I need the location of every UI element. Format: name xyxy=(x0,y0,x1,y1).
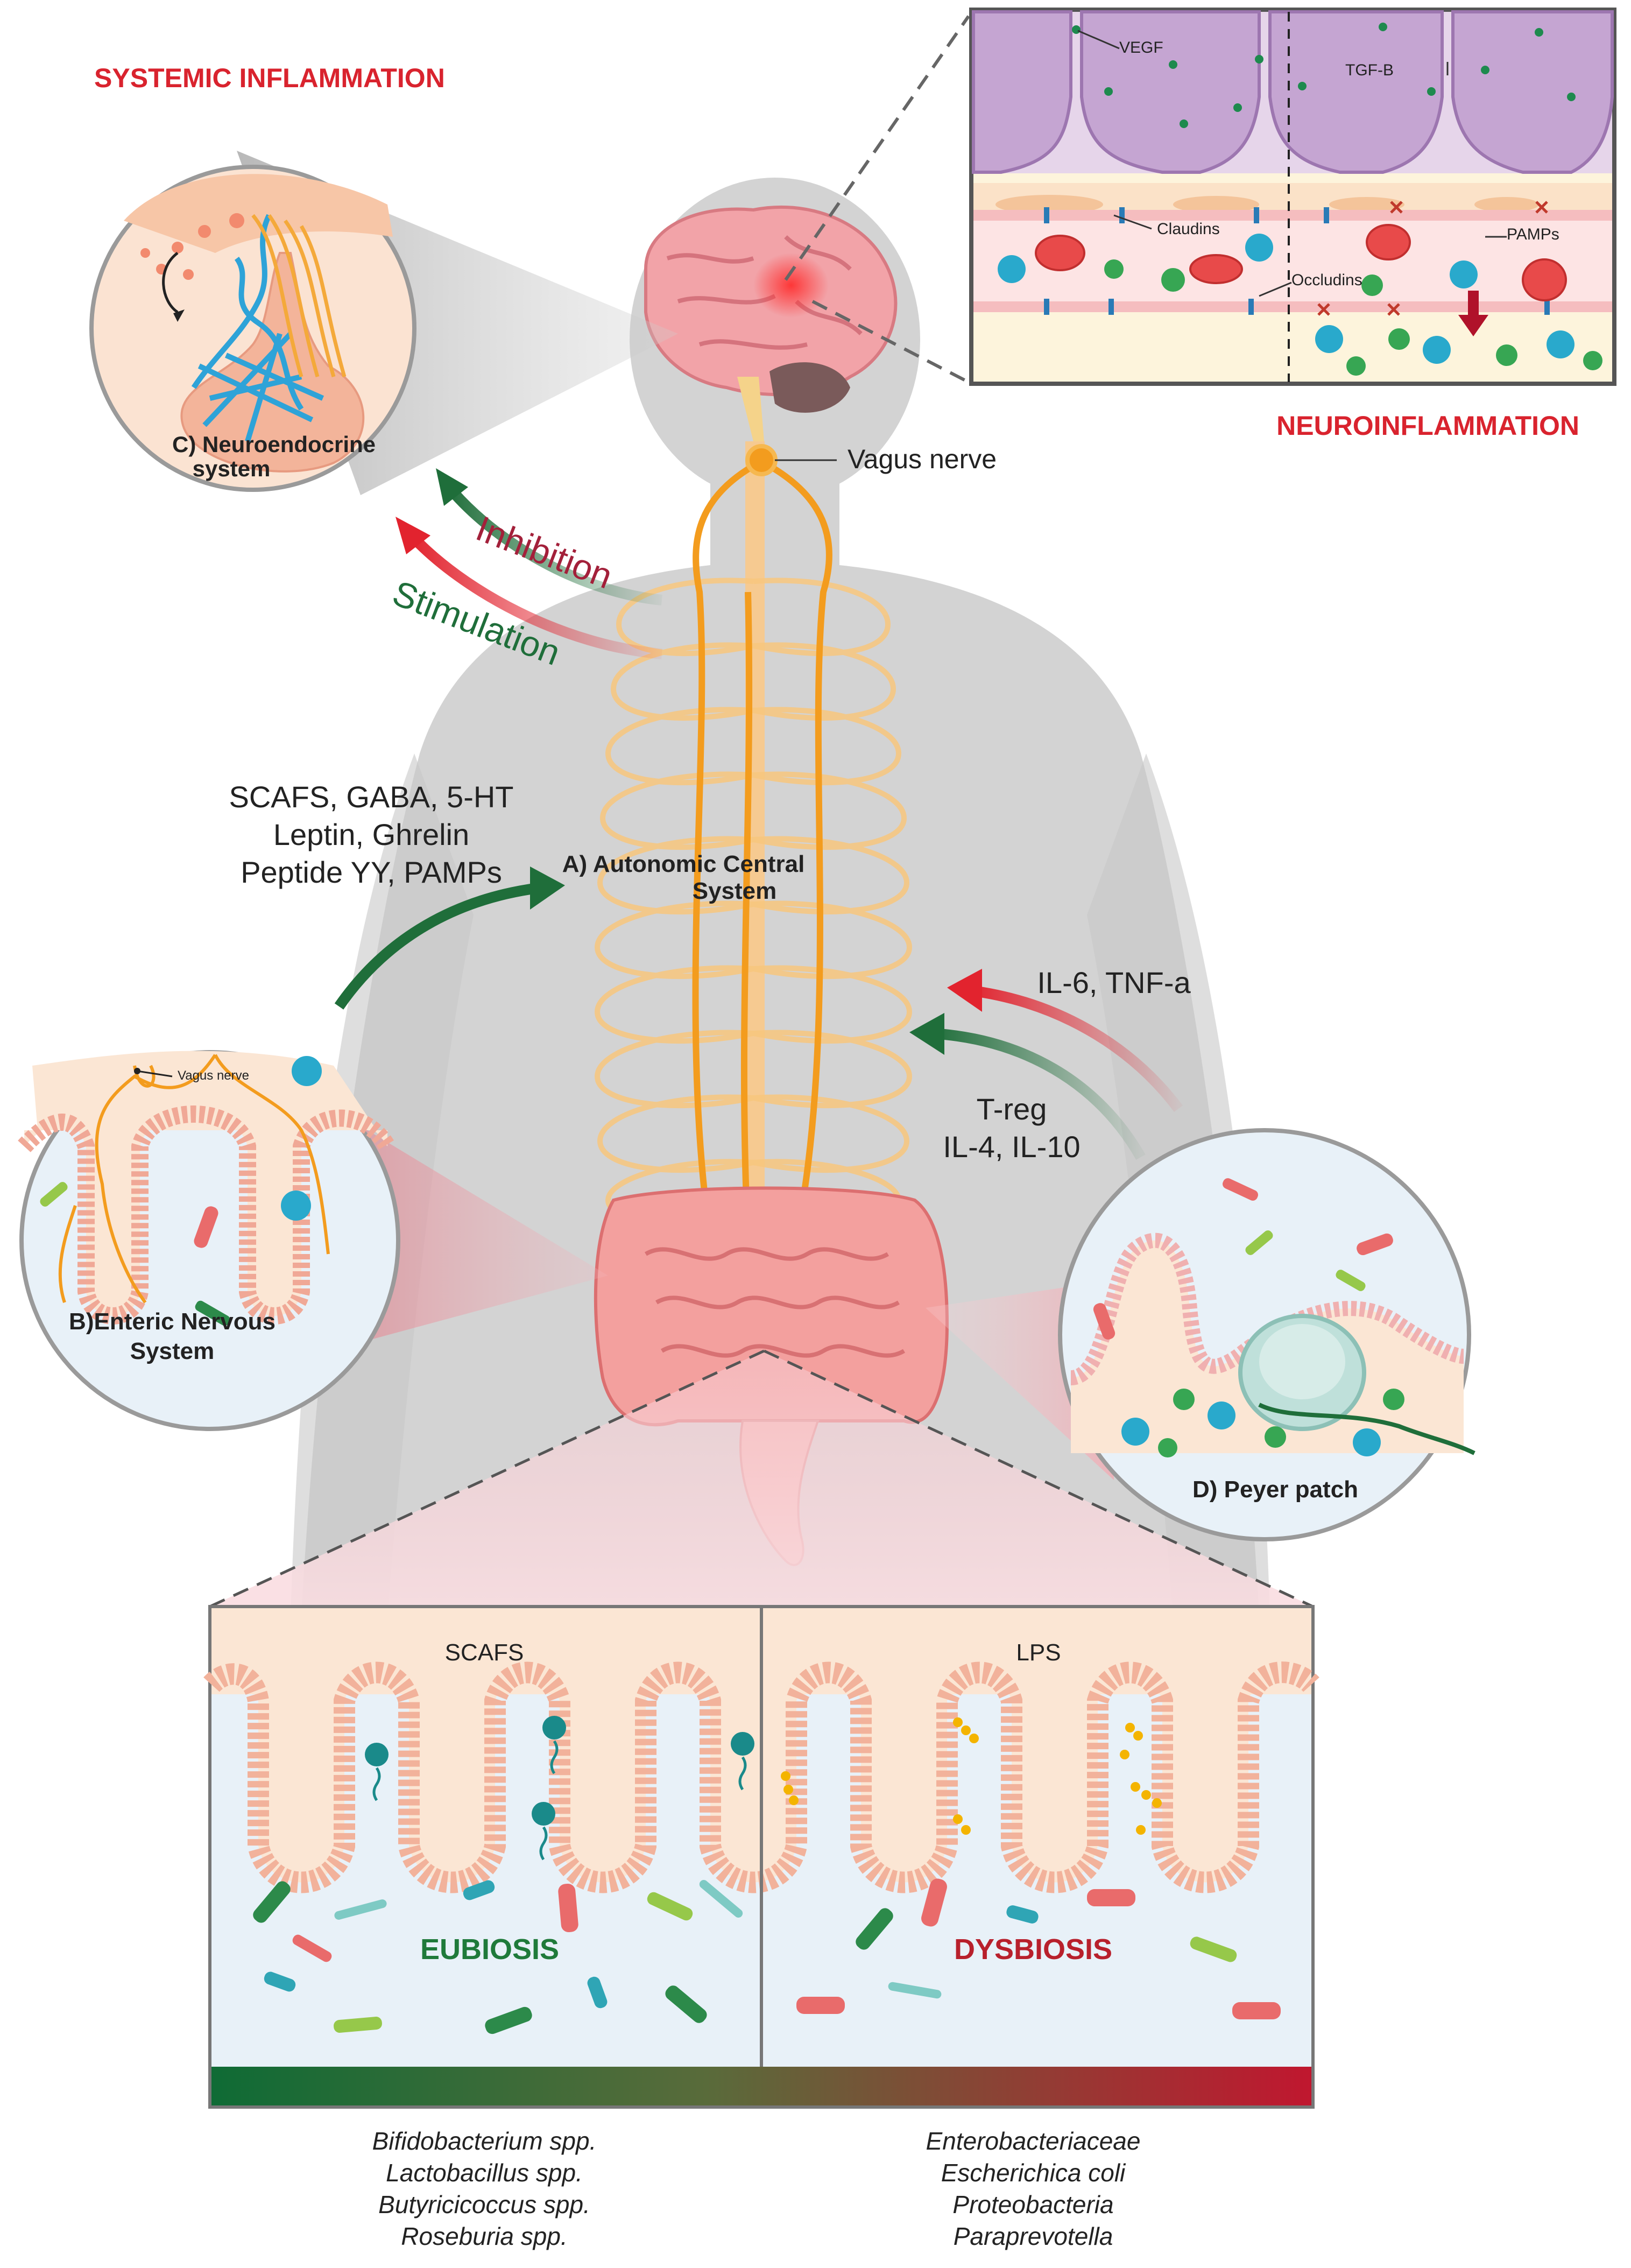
autonomic-label-line1: A) Autonomic Central xyxy=(562,851,805,877)
enteric-label-line2: System xyxy=(130,1338,215,1364)
eubiosis-label: EUBIOSIS xyxy=(420,1933,559,1966)
inhibition-label: Inhibition xyxy=(471,508,618,596)
eubiosis-bacterium-1: Bifidobacterium spp. xyxy=(372,2127,597,2155)
rib-nerves xyxy=(594,577,913,1229)
zoom-line-right xyxy=(763,1349,1314,1608)
stimulation-arrow xyxy=(396,517,662,659)
systemic-inflammation-heading: SYSTEMIC INFLAMMATION xyxy=(94,63,445,93)
neuroendocrine-label-line2: system xyxy=(193,456,271,481)
dysbiosis-bacterium-4: Paraprevotella xyxy=(954,2222,1113,2250)
brain-illustration xyxy=(644,205,898,441)
dysbiosis-bacterium-1: Enterobacteriaceae xyxy=(926,2127,1141,2155)
cytokine-arrow xyxy=(947,969,1183,1112)
treg-arrow xyxy=(909,1013,1146,1160)
vegf-label: VEGF xyxy=(1119,39,1163,57)
peyer-panel: D) Peyer patch xyxy=(1058,1128,1475,1541)
zoom-line-upper xyxy=(784,15,970,281)
bbb-panel: VEGF TGF-B Claudins Occludins PAMP xyxy=(969,8,1616,386)
eubiosis-bacteria-list: Bifidobacterium spp. Lactobacillus spp. … xyxy=(372,2127,597,2250)
claudins-label: Claudins xyxy=(1157,220,1220,238)
zoom-line-lower xyxy=(811,300,970,384)
gut-signals-arrow xyxy=(334,867,565,1010)
gut-signals-line1: SCAFS, GABA, 5-HT xyxy=(229,780,514,814)
tgfb-label: TGF-B xyxy=(1345,61,1394,79)
eubiosis-bacterium-2: Lactobacillus spp. xyxy=(386,2159,583,2187)
enteric-label-line1: B)Enteric Nervous xyxy=(69,1308,276,1335)
dysbiosis-bacterium-3: Proteobacteria xyxy=(952,2190,1113,2218)
vagus-nerve-label: Vagus nerve xyxy=(848,444,997,474)
occludins-label: Occludins xyxy=(1291,271,1362,289)
treg-label-line1: T-reg xyxy=(977,1092,1047,1126)
inhibition-arrow xyxy=(436,468,662,605)
treg-label-line2: IL-4, IL-10 xyxy=(943,1130,1080,1164)
lps-top-label: LPS xyxy=(1016,1639,1061,1666)
neuroinflammation-heading: NEUROINFLAMMATION xyxy=(1276,411,1579,441)
enteric-vagus-label: Vagus nerve xyxy=(178,1068,249,1083)
peyer-label: D) Peyer patch xyxy=(1192,1476,1358,1503)
autonomic-label-line2: System xyxy=(693,878,777,904)
gut-signals-line2: Leptin, Ghrelin xyxy=(273,818,469,851)
zoom-trapezoid xyxy=(210,1351,1313,1607)
vagus-nerve-path xyxy=(692,460,832,1239)
dysbiosis-bacteria-list: Enterobacteriaceae Escherichica coli Pro… xyxy=(926,2127,1141,2250)
dysbiosis-bacterium-2: Escherichica coli xyxy=(941,2159,1126,2187)
neuroendocrine-panel: C) Neuroendocrine system xyxy=(89,165,416,492)
neuroendocrine-label-line1: C) Neuroendocrine xyxy=(172,432,376,457)
eubiosis-bacterium-3: Butyricicoccus spp. xyxy=(378,2190,590,2218)
dysbiosis-label: DYSBIOSIS xyxy=(954,1933,1112,1966)
cytokines-label: IL-6, TNF-a xyxy=(1037,966,1191,999)
scafs-top-label: SCAFS xyxy=(445,1639,524,1666)
eubiosis-bacterium-4: Roseburia spp. xyxy=(401,2222,567,2250)
vagus-ganglion xyxy=(745,444,778,476)
eubiosis-dysbiosis-gradient-bar xyxy=(211,2067,1311,2105)
pamps-label: PAMPs xyxy=(1507,226,1559,243)
gut-signals-line3: Peptide YY, PAMPs xyxy=(241,855,502,889)
enteric-panel: Vagus nerve B)Enteric Nervous System xyxy=(18,1050,400,1431)
gut-comparison-box: SCAFS LPS EUBIOSIS DYSBIOSIS xyxy=(203,1605,1319,2109)
